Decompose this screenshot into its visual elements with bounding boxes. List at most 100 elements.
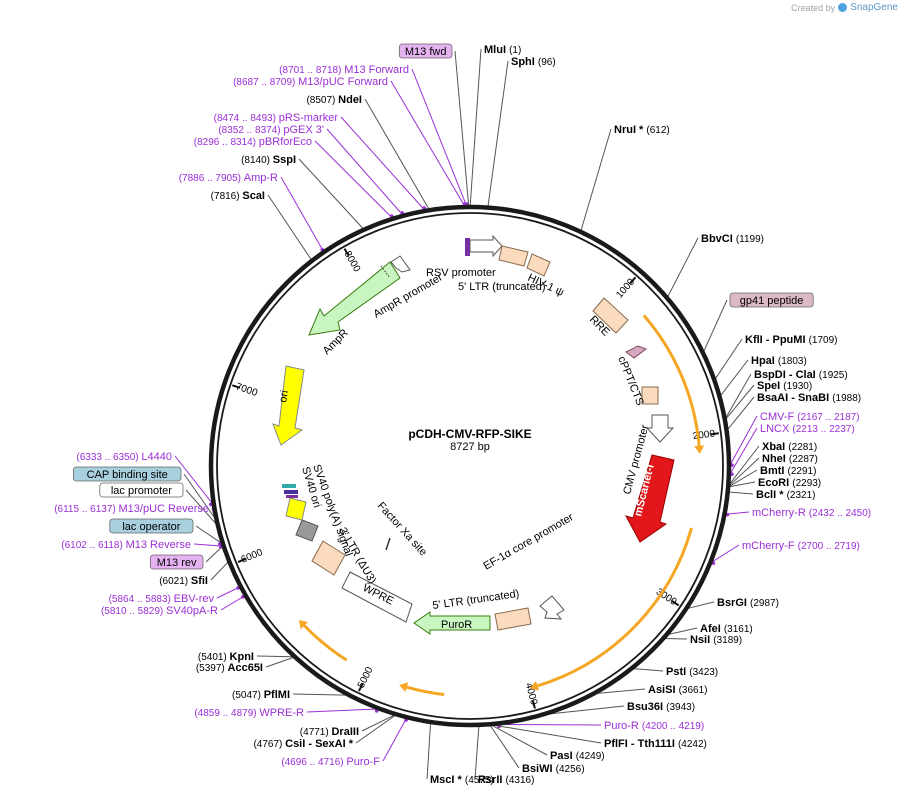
leader-line	[729, 481, 756, 488]
leader-line	[727, 396, 755, 431]
leader-line	[361, 714, 396, 732]
leader-line	[292, 693, 348, 696]
enzyme-text: NheI (2287)	[762, 453, 818, 465]
label-mlui: MluI (1)	[484, 44, 521, 56]
orf-arrowhead	[399, 682, 409, 692]
label-box	[149, 554, 204, 570]
factor-xa-mark	[385, 537, 391, 551]
leader-line	[280, 176, 324, 252]
enzyme-text: PflFI - Tth111I (4242)	[604, 738, 707, 750]
leader-line	[193, 543, 223, 547]
orf-arrowhead	[694, 445, 705, 454]
leader-line	[498, 723, 602, 726]
leader-line	[687, 601, 715, 609]
cppt-box	[641, 386, 659, 405]
label-lac-operator: lac operator	[109, 518, 194, 534]
feature-cppt: cPPT/CTS	[615, 355, 646, 408]
tick-label: 6000	[240, 547, 265, 566]
label-pflfi: PflFI - Tth111I (4242)	[604, 738, 707, 750]
feature-ltr5: 5' LTR (truncated)	[458, 281, 545, 293]
label-ebv-rev: (5864 .. 5883) EBV-rev	[109, 593, 215, 605]
label-ecori: EcoRI (2293)	[758, 477, 821, 489]
label-text: gp41 peptide	[740, 295, 804, 307]
tick-mark	[629, 276, 637, 284]
label-m13-puc-forward: (8687 .. 8709) M13/pUC Forward	[233, 76, 388, 88]
sv40-mark-2	[284, 490, 298, 494]
label-m13-rev: M13 rev	[149, 554, 204, 570]
leader-line	[195, 525, 223, 544]
tick-mark	[710, 432, 719, 436]
puror-arrow	[413, 611, 491, 635]
primer-text: (8701 .. 8718) M13 Forward	[279, 64, 409, 76]
label-mcherry-f: mCherry-F (2700 .. 2719)	[742, 540, 860, 552]
leader-line	[728, 445, 760, 485]
primer-text: CMV-F (2167 .. 2187)	[760, 411, 860, 423]
orf-arc-4	[303, 624, 348, 662]
leader-line	[382, 717, 407, 762]
enzyme-text: BclI * (2321)	[756, 489, 815, 501]
primer-text: (6333 .. 6350) L4440	[76, 451, 172, 463]
label-sspi: (8140) SspI	[241, 154, 296, 166]
label-sv40pa-r: (5810 .. 5829) SV40pA-R	[101, 605, 218, 617]
leader-line	[220, 595, 245, 611]
label-text: M13 rev	[157, 557, 197, 569]
leader-line	[728, 469, 758, 487]
leader-line	[314, 140, 393, 219]
leader-line	[729, 427, 758, 475]
label-asisi: AsiSI (3661)	[648, 684, 707, 696]
label-hpai: HpaI (1803)	[751, 355, 807, 367]
feature-sv40-polya: SV40 poly(A) signal	[310, 463, 354, 558]
leader-line	[306, 708, 378, 713]
label-box	[729, 292, 814, 308]
ampr-promoter-arrow	[390, 255, 411, 273]
label-bspdi: BspDI - ClaI (1925)	[754, 369, 848, 381]
leader-line	[725, 384, 755, 420]
leader-line	[725, 511, 750, 515]
leader-line	[210, 561, 229, 581]
mscarlet-arrow	[624, 454, 675, 543]
leader-line	[632, 668, 664, 672]
label-scai: (7816) ScaI	[211, 190, 265, 202]
label-text: lac operator	[122, 521, 180, 533]
label-cap-binding-site: CAP binding site	[73, 466, 182, 482]
leader-line	[411, 68, 468, 207]
label-pasi: PasI (4249)	[550, 750, 605, 762]
plasmid-size: 8727 bp	[450, 441, 490, 453]
enzyme-text: (5397) Acc65I	[196, 662, 263, 674]
tick-label: 8000	[342, 249, 363, 274]
ori-arrow	[272, 365, 305, 446]
enzyme-text: SpeI (1930)	[757, 380, 812, 392]
ampr-arrow	[308, 261, 401, 336]
label-ndei: (8507) NdeI	[306, 94, 362, 106]
enzyme-text: BmtI (2291)	[760, 465, 816, 477]
sv40-ori-mark	[282, 484, 296, 488]
label-lac-promoter: lac promoter	[99, 482, 184, 498]
leader-line	[340, 116, 425, 211]
enzyme-text: PasI (4249)	[550, 750, 605, 762]
label-lncx: LNCX (2213 .. 2237)	[760, 423, 855, 435]
label-amp-r: (7886 .. 7905) Amp-R	[179, 172, 278, 184]
primer-text: (8687 .. 8709) M13/pUC Forward	[233, 76, 388, 88]
label-cmv-f: CMV-F (2167 .. 2187)	[760, 411, 860, 423]
label-puro-f: (4696 .. 4716) Puro-F	[281, 756, 380, 768]
grey-box	[295, 519, 319, 542]
enzyme-text: Bsu36I (3943)	[627, 701, 695, 713]
leader-line	[491, 724, 548, 756]
label-kpni: (5401) KpnI	[198, 651, 254, 663]
leader-line	[719, 359, 749, 397]
label-spei: SpeI (1930)	[757, 380, 812, 392]
enzyme-text: BsrGI (2987)	[717, 597, 779, 609]
label-box	[109, 518, 194, 534]
label-sfii: (6021) SfiI	[159, 575, 208, 587]
ltr5-truncated-box	[494, 607, 532, 631]
enzyme-text: MscI * (4575)	[430, 774, 494, 786]
leader-line	[426, 722, 432, 780]
label-psti: PstI (3423)	[666, 666, 718, 678]
label-m13-forward: (8701 .. 8718) M13 Forward	[279, 64, 409, 76]
primer-text: (7886 .. 7905) Amp-R	[179, 172, 278, 184]
label-text: M13 fwd	[405, 46, 447, 58]
leader-line	[265, 656, 295, 668]
tick-mark	[237, 558, 246, 563]
label-box	[99, 482, 184, 498]
label-bsu36i: Bsu36I (3943)	[627, 701, 695, 713]
